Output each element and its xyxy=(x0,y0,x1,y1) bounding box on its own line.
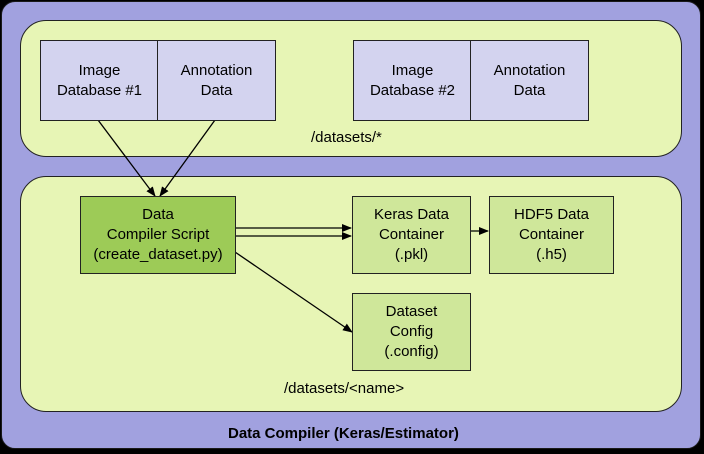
annotation-data-1-label: Annotation Data xyxy=(180,61,253,99)
arrow-image-db-to-script xyxy=(97,119,156,197)
dataset-config-label: Dataset Config (.config) xyxy=(384,303,439,360)
arrow-annotation-to-script xyxy=(159,119,216,197)
diagram-title: Data Compiler (Keras/Estimator) xyxy=(228,425,459,442)
annotation-data-2-label: Annotation Data xyxy=(493,61,566,99)
keras-data-container-box: Keras Data Container (.pkl) xyxy=(352,196,471,274)
compiler-script-box: Data Compiler Script (create_dataset.py) xyxy=(80,196,236,274)
dataset-config-box: Dataset Config (.config) xyxy=(352,293,471,371)
hdf5-data-container-label: HDF5 Data Container (.h5) xyxy=(513,206,590,263)
annotation-data-1-box: Annotation Data xyxy=(157,40,276,121)
image-database-2-box: Image Database #2 xyxy=(353,40,472,121)
arrow-script-to-config xyxy=(234,251,353,333)
image-database-2-label: Image Database #2 xyxy=(369,61,456,99)
image-database-1-box: Image Database #1 xyxy=(40,40,159,121)
annotation-data-2-box: Annotation Data xyxy=(470,40,589,121)
datasets-path-label: /datasets/* xyxy=(311,129,382,146)
compiler-script-label: Data Compiler Script (create_dataset.py) xyxy=(93,206,223,263)
image-database-1-label: Image Database #1 xyxy=(56,61,143,99)
hdf5-data-container-box: HDF5 Data Container (.h5) xyxy=(489,196,614,274)
dataset-output-path-label: /datasets/<name> xyxy=(284,380,405,397)
keras-data-container-label: Keras Data Container (.pkl) xyxy=(373,206,450,263)
